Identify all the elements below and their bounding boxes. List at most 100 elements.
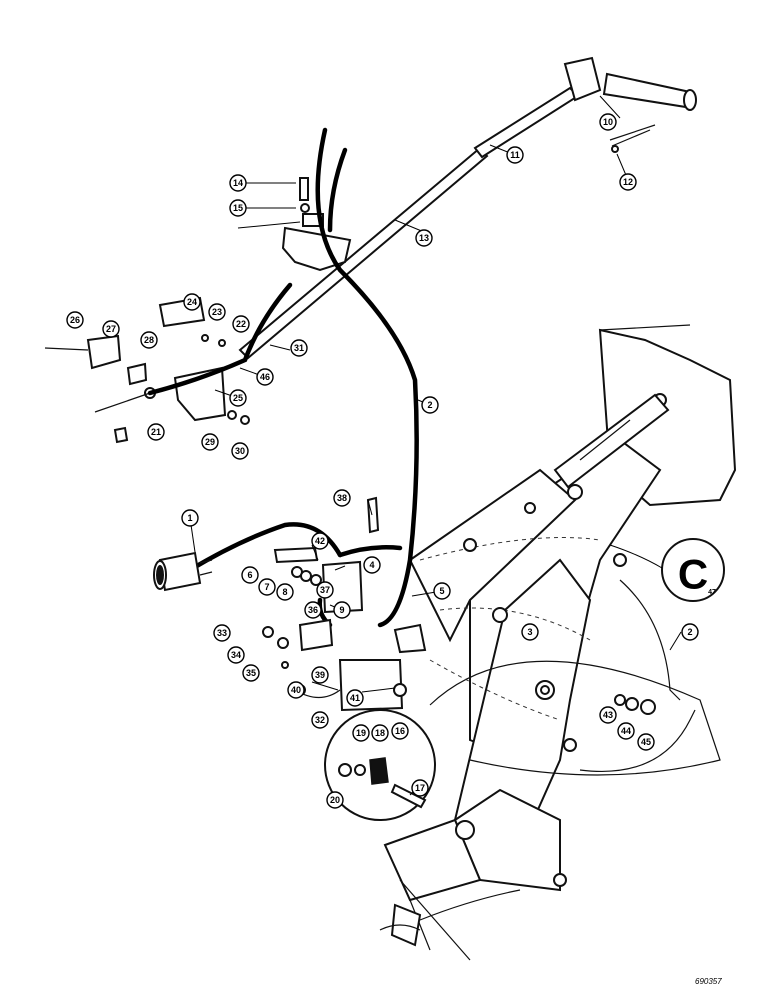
leader-lines bbox=[189, 95, 682, 796]
callout-number: 43 bbox=[603, 710, 613, 720]
callout-number: 29 bbox=[205, 437, 215, 447]
callout-number: 44 bbox=[621, 726, 631, 736]
callout-38: 38 bbox=[333, 489, 351, 507]
callout-number: 15 bbox=[233, 203, 243, 213]
callout-number: 2 bbox=[687, 627, 692, 637]
callout-number: 45 bbox=[641, 737, 651, 747]
callout-1: 1 bbox=[181, 509, 199, 527]
callout-number: 40 bbox=[291, 685, 301, 695]
callout-circle bbox=[181, 509, 199, 527]
callout-31: 31 bbox=[290, 339, 308, 357]
callout-5: 5 bbox=[433, 582, 451, 600]
callout-circle bbox=[311, 532, 329, 550]
callout-11: 11 bbox=[506, 146, 524, 164]
electric-switch bbox=[153, 551, 213, 592]
callout-21: 21 bbox=[147, 423, 165, 441]
callout-12: 12 bbox=[619, 173, 637, 191]
callout-27: 27 bbox=[102, 320, 120, 338]
callout-number: 6 bbox=[247, 570, 252, 580]
callout-number: 41 bbox=[350, 693, 360, 703]
callout-41: 41 bbox=[346, 689, 364, 707]
callout-circle bbox=[391, 722, 409, 740]
callout-circle bbox=[333, 489, 351, 507]
callout-45: 45 bbox=[637, 733, 655, 751]
callout-circle bbox=[229, 199, 247, 217]
callout-25: 25 bbox=[229, 389, 247, 407]
callout-number: 30 bbox=[235, 446, 245, 456]
callout-number: 27 bbox=[106, 324, 116, 334]
callout-20: 20 bbox=[326, 791, 344, 809]
callout-circle bbox=[213, 624, 231, 642]
callout-number: 4 bbox=[369, 560, 374, 570]
callout-number: 20 bbox=[330, 795, 340, 805]
callout-circle bbox=[415, 229, 433, 247]
callout-circle bbox=[619, 173, 637, 191]
callout-circle bbox=[352, 724, 370, 742]
callout-number: 22 bbox=[236, 319, 246, 329]
callout-number: 11 bbox=[510, 150, 520, 160]
callout-circle bbox=[599, 113, 617, 131]
callout-number: 9 bbox=[339, 605, 344, 615]
callout-circle bbox=[276, 583, 294, 601]
callout-number: 17 bbox=[415, 783, 425, 793]
callout-6: 6 bbox=[241, 566, 259, 584]
callout-circle bbox=[256, 368, 274, 386]
callout-35: 35 bbox=[242, 664, 260, 682]
callout-2: 2 bbox=[421, 396, 439, 414]
callout-number: 3 bbox=[527, 627, 532, 637]
callout-19: 19 bbox=[352, 724, 370, 742]
callout-circle bbox=[140, 331, 158, 349]
detail-label: C bbox=[678, 551, 708, 598]
callout-number: 46 bbox=[260, 372, 270, 382]
callout-number: 28 bbox=[144, 335, 154, 345]
callout-circle bbox=[363, 556, 381, 574]
callout-43: 43 bbox=[599, 706, 617, 724]
callout-circle bbox=[371, 724, 389, 742]
callout-circle bbox=[326, 791, 344, 809]
callout-circle bbox=[183, 293, 201, 311]
callout-17: 17 bbox=[411, 779, 429, 797]
callout-number: 8 bbox=[282, 587, 287, 597]
callout-number: 25 bbox=[233, 393, 243, 403]
callout-34: 34 bbox=[227, 646, 245, 664]
callout-circle bbox=[637, 733, 655, 751]
callout-circle bbox=[229, 174, 247, 192]
callout-8: 8 bbox=[276, 583, 294, 601]
callout-40: 40 bbox=[287, 681, 305, 699]
callout-33: 33 bbox=[213, 624, 231, 642]
callout-number: 24 bbox=[187, 297, 197, 307]
callout-2: 2 bbox=[681, 623, 699, 641]
callout-44: 44 bbox=[617, 722, 635, 740]
callout-46: 46 bbox=[256, 368, 274, 386]
loader-arm-frame bbox=[379, 324, 737, 961]
callout-23: 23 bbox=[208, 303, 226, 321]
callout-circle bbox=[232, 315, 250, 333]
callout-number: 39 bbox=[315, 670, 325, 680]
callout-circle bbox=[599, 706, 617, 724]
callout-number: 1 bbox=[187, 513, 192, 523]
callout-number: 21 bbox=[151, 427, 161, 437]
callout-32: 32 bbox=[311, 711, 329, 729]
callout-37: 37 bbox=[316, 581, 334, 599]
callout-number: 2 bbox=[427, 400, 432, 410]
callout-circle bbox=[231, 442, 249, 460]
callout-42: 42 bbox=[311, 532, 329, 550]
callout-29: 29 bbox=[201, 433, 219, 451]
callout-14: 14 bbox=[229, 174, 247, 192]
callout-number: 13 bbox=[419, 233, 429, 243]
callout-circle bbox=[521, 623, 539, 641]
callout-10: 10 bbox=[599, 113, 617, 131]
callout-circle bbox=[411, 779, 429, 797]
callout-number: 18 bbox=[375, 728, 385, 738]
callout-circle bbox=[66, 311, 84, 329]
callout-number: 26 bbox=[70, 315, 80, 325]
callout-13: 13 bbox=[415, 229, 433, 247]
callout-circle bbox=[287, 681, 305, 699]
callout-circle bbox=[147, 423, 165, 441]
callout-circle bbox=[229, 389, 247, 407]
callout-circle bbox=[290, 339, 308, 357]
callout-number: 14 bbox=[233, 178, 243, 188]
callout-26: 26 bbox=[66, 311, 84, 329]
callout-number: 16 bbox=[395, 726, 405, 736]
